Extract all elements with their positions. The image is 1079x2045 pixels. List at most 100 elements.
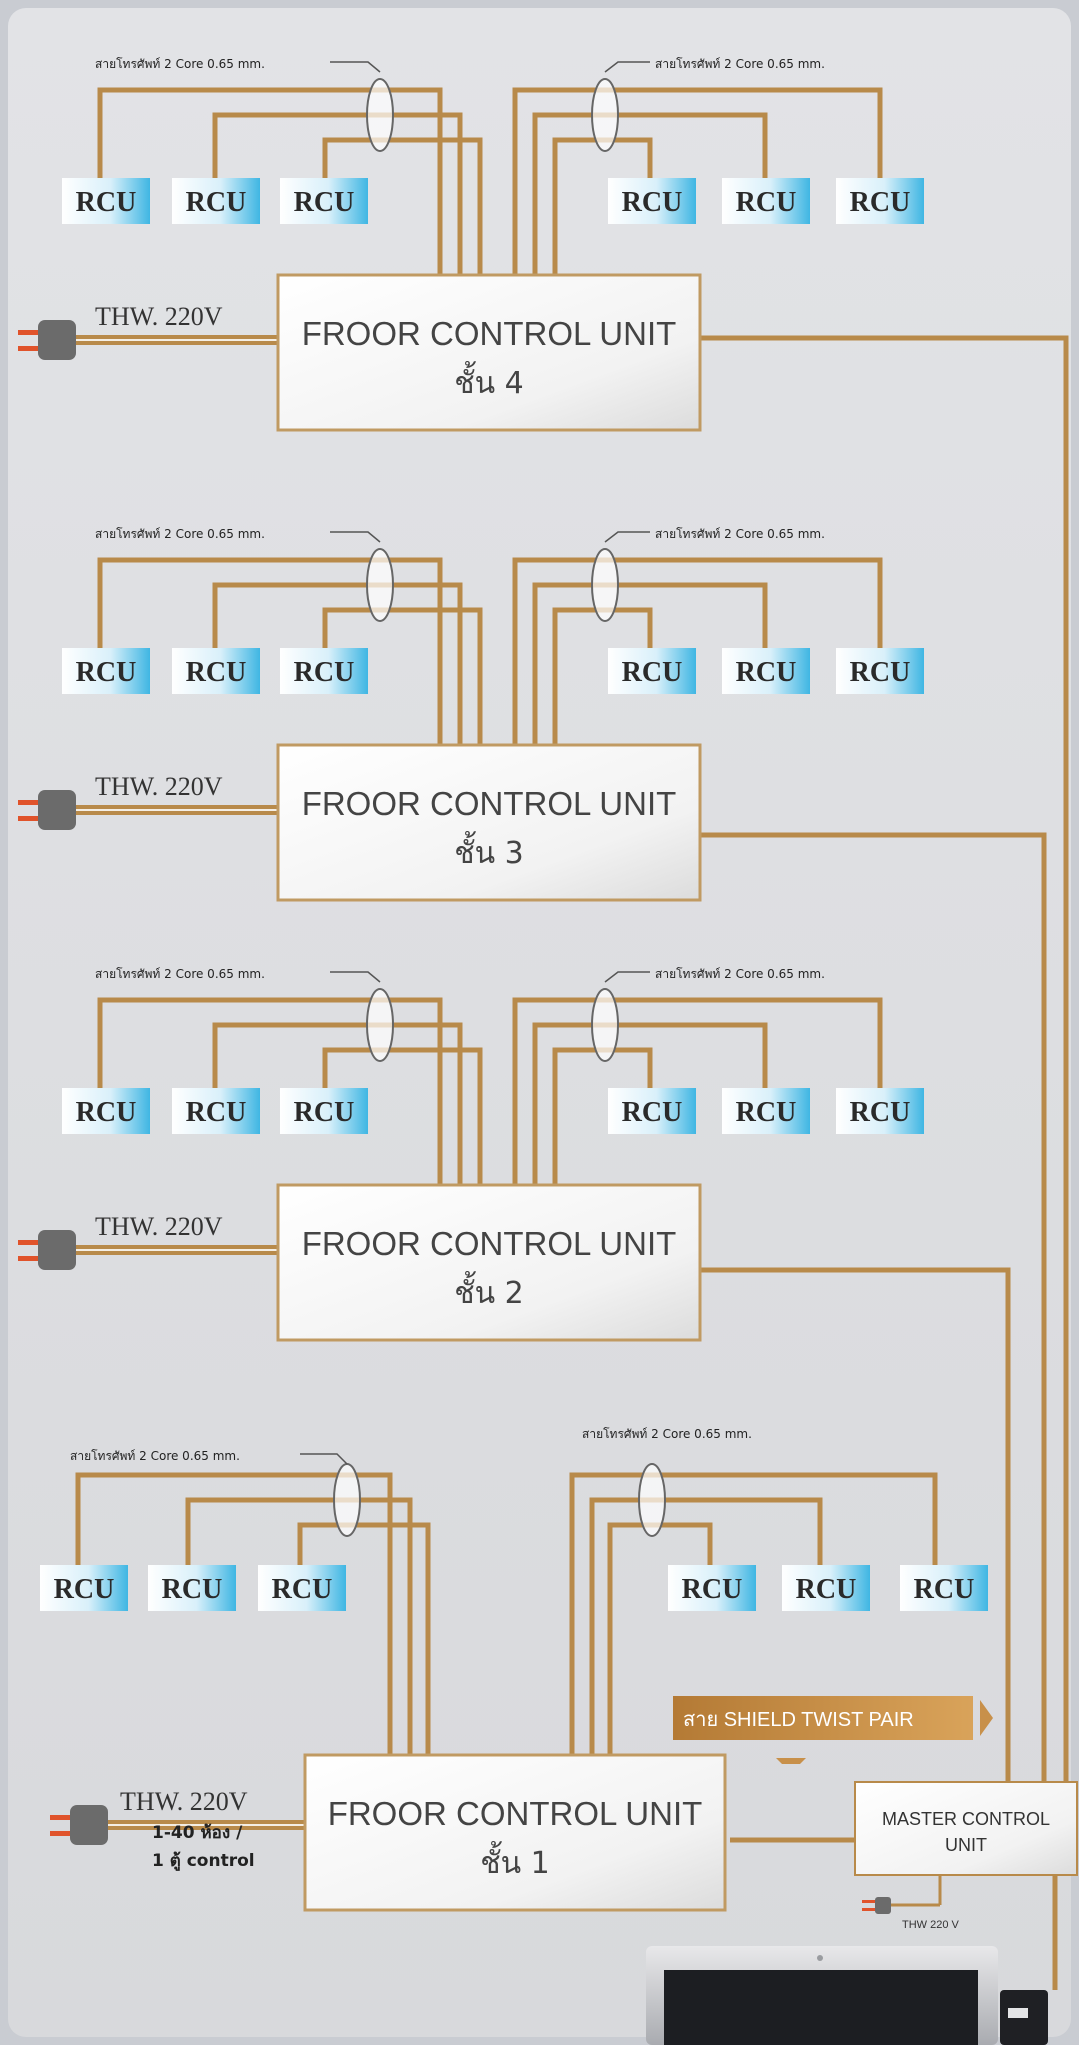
plug-pin	[18, 1256, 42, 1261]
fcu-box	[303, 1753, 727, 1912]
floor-3-wire-r3	[512, 557, 883, 745]
floor-3-rcu-right-3-box	[836, 648, 924, 694]
floor-1-rcu-right-3: RCU	[900, 1565, 988, 1611]
rcu-label: RCU	[294, 187, 355, 218]
floor-1-rcu-right-1: RCU	[668, 1565, 756, 1611]
floor-2-rcu-left-2: RCU	[172, 1088, 260, 1134]
rcu-label: RCU	[682, 1574, 743, 1605]
floor-2-rcu-right-3-box	[836, 1088, 924, 1134]
trunk-floor-4	[700, 335, 1069, 1782]
plug-pin	[50, 1831, 74, 1836]
floor-4-rcu-right-2: RCU	[722, 178, 810, 224]
rcu-label: RCU	[622, 657, 683, 688]
rcu-label: RCU	[294, 1097, 355, 1128]
floor-2-rcu-right-3: RCU	[836, 1088, 924, 1134]
floor-1-rcu-left-1-box	[40, 1565, 128, 1611]
plug-pin	[18, 816, 42, 821]
floor-2-rcu-left-3-box	[280, 1088, 368, 1134]
phone-cable-leader	[604, 971, 650, 983]
fcu-title: FROOR CONTROL UNIT	[302, 315, 677, 352]
trunk-floor-2	[700, 1267, 1011, 1782]
floor-2-rcu-right-1-box	[608, 1088, 696, 1134]
floor-3-rcu-right-1-box	[608, 648, 696, 694]
floor-3-wire-l3	[322, 607, 483, 745]
rcu-label: RCU	[186, 1097, 247, 1128]
floor-1-rcu-right-3-box	[900, 1565, 988, 1611]
floor-4-fcu: FROOR CONTROL UNIT ชั้น 4	[276, 273, 702, 432]
plug-pin	[18, 346, 42, 351]
rcu-label: RCU	[186, 657, 247, 688]
rcu-label: RCU	[914, 1574, 975, 1605]
rcu-label: RCU	[76, 657, 137, 688]
floor-2-rcu-right-1: RCU	[608, 1088, 696, 1134]
mcu-label-line2: UNIT	[945, 1835, 987, 1855]
floor-3-wire-l2	[212, 582, 463, 745]
floor-2-rcu-left-2-box	[172, 1088, 260, 1134]
floor-4-rcu-right-1-box	[608, 178, 696, 224]
shield-twist-pair-tag: สาย SHIELD TWIST PAIR	[673, 1696, 993, 1764]
rcu-label: RCU	[76, 187, 137, 218]
plug-body	[38, 790, 76, 830]
floor-4-bundle-left	[366, 78, 394, 152]
floor-1-rcu-left-2-box	[148, 1565, 236, 1611]
floor-2-wire-l1	[97, 997, 443, 1185]
floor-2-wire-r3	[512, 997, 883, 1185]
floor-3-rcu-left-1-box	[62, 648, 150, 694]
floor-4-wire-l3	[322, 137, 483, 275]
floor-3-rcu-right-3: RCU	[836, 648, 924, 694]
fcu-box	[276, 743, 702, 902]
floor-4-rcu-right-2-box	[722, 178, 810, 224]
plug-body	[70, 1805, 108, 1845]
floor-1-rcu-left-3-box	[258, 1565, 346, 1611]
power-label: THW. 220V	[120, 1787, 248, 1816]
phone-cable-label: สายโทรศัพท์ 2 Core 0.65 mm.	[655, 527, 825, 541]
floor-4-phone-label-left: สายโทรศัพท์ 2 Core 0.65 mm.	[95, 57, 381, 73]
floor-2-phone-label-right: สายโทรศัพท์ 2 Core 0.65 mm.	[604, 967, 825, 983]
floor-3-rcu-left-2: RCU	[172, 648, 260, 694]
rcu-label: RCU	[54, 1574, 115, 1605]
phone-cable-label: สายโทรศัพท์ 2 Core 0.65 mm.	[70, 1449, 240, 1463]
floor-2-wire-r2	[532, 1022, 768, 1185]
floor-4-rcu-right-3-box	[836, 178, 924, 224]
fcu-title: FROOR CONTROL UNIT	[302, 1225, 677, 1262]
capacity-note: 1-40 ห้อง / 1 ตู้ control	[152, 1823, 255, 1872]
fcu-floor-label: ชั้น 2	[454, 1271, 524, 1311]
floor-3-rcu-right-2-box	[722, 648, 810, 694]
master-control-unit: MASTER CONTROL UNIT	[854, 1781, 1078, 1876]
phone-cable-leader	[330, 61, 381, 73]
fcu-title: FROOR CONTROL UNIT	[328, 1795, 703, 1832]
floor-1-bundle-right	[638, 1463, 666, 1537]
floor-3-rcu-right-1: RCU	[608, 648, 696, 694]
plug-body	[38, 320, 76, 360]
floor-3-power-plug	[18, 790, 76, 830]
computer-monitor-icon	[646, 1946, 1048, 2045]
plug-pin	[50, 1815, 74, 1820]
floor-1-power-plug	[50, 1805, 108, 1845]
rcu-label: RCU	[850, 187, 911, 218]
floor-1-bundle-left	[333, 1463, 361, 1537]
plug-pin	[18, 330, 42, 335]
power-label: THW. 220V	[95, 1212, 223, 1241]
floor-4-rcu-left-1: RCU	[62, 178, 150, 224]
floor-1-wire-r3	[569, 1472, 938, 1755]
floor-4-wire-r2	[532, 112, 768, 275]
power-label: THW. 220V	[95, 302, 223, 331]
rcu-label: RCU	[162, 1574, 223, 1605]
floor-4-bundle-right	[591, 78, 619, 152]
phone-cable-label: สายโทรศัพท์ 2 Core 0.65 mm.	[582, 1427, 752, 1441]
rcu-label: RCU	[796, 1574, 857, 1605]
floor-3-bundle-right	[591, 548, 619, 622]
floor-4-wire-r3	[512, 87, 883, 275]
fcu-floor-label: ชั้น 4	[454, 361, 524, 401]
floor-3-phone-label-right: สายโทรศัพท์ 2 Core 0.65 mm.	[604, 527, 825, 543]
phone-cable-label: สายโทรศัพท์ 2 Core 0.65 mm.	[655, 57, 825, 71]
phone-cable-label: สายโทรศัพท์ 2 Core 0.65 mm.	[95, 967, 265, 981]
floor-3-rcu-left-3: RCU	[280, 648, 368, 694]
wires-layer	[75, 87, 1069, 1990]
floor-4-wire-l1	[97, 87, 443, 275]
floor-4-wire-l2	[212, 112, 463, 275]
floor-3-wire-l1	[97, 557, 443, 745]
floor-1-wire-l3	[297, 1522, 431, 1755]
